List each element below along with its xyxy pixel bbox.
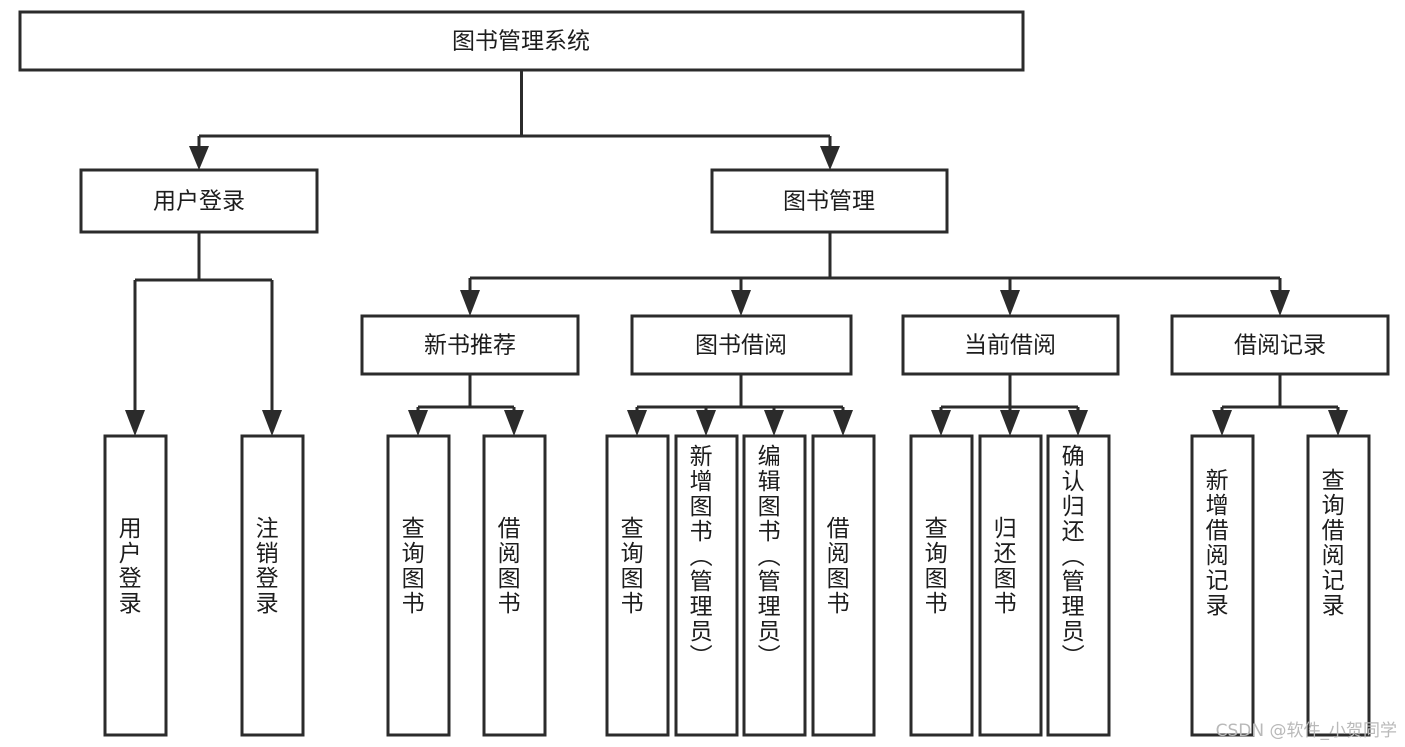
node-box-borrow[interactable] [630,314,853,376]
edge-group-book-mgmt [460,232,1290,316]
edge-group-current [931,374,1088,436]
node-box-leaf-user-login[interactable] [103,434,168,737]
arrow-head-icon [1212,410,1232,436]
node-box-current[interactable] [901,314,1120,376]
node-label-book-mgmt: 图书管理 [783,189,875,215]
arrow-head-icon [504,410,524,436]
node-box-leaf-bo-query[interactable] [605,434,670,737]
arrow-head-icon [833,410,853,436]
arrow-head-icon [696,410,716,436]
arrow-head-icon [1328,410,1348,436]
node-box-leaf-logout[interactable] [240,434,305,737]
node-box-leaf-nb-query[interactable] [386,434,451,737]
edge-group-root [189,70,840,170]
node-box-leaf-cu-return[interactable] [978,434,1043,737]
edge-group-borrow [627,374,853,436]
node-label-user-login: 用户登录 [153,189,245,215]
node-label-record: 借阅记录 [1234,333,1326,359]
arrow-head-icon [189,146,209,170]
arrow-head-icon [931,410,951,436]
node-box-leaf-re-query[interactable] [1306,434,1371,737]
arrow-head-icon [731,290,751,316]
node-box-leaf-bo-edit[interactable] [742,434,807,737]
arrow-head-icon [408,410,428,436]
arrow-head-icon [1068,410,1088,436]
arrow-head-icon [1270,290,1290,316]
node-box-record[interactable] [1170,314,1390,376]
arrow-head-icon [820,146,840,170]
arrow-head-icon [125,410,145,436]
node-box-leaf-cu-confirm[interactable] [1046,434,1111,737]
node-box-root[interactable] [18,10,1025,72]
node-box-leaf-nb-borrow[interactable] [482,434,547,737]
edge-group-user-login [125,232,282,436]
arrow-head-icon [460,290,480,316]
node-box-leaf-bo-borrow[interactable] [811,434,876,737]
node-box-book-mgmt[interactable] [710,168,949,234]
arrow-head-icon [627,410,647,436]
node-box-leaf-re-add[interactable] [1190,434,1255,737]
node-box-leaf-cu-query[interactable] [909,434,974,737]
node-label-root: 图书管理系统 [452,29,590,55]
node-label-borrow: 图书借阅 [695,333,787,359]
arrow-head-icon [764,410,784,436]
arrow-head-icon [1000,290,1020,316]
edge-group-new-book [408,374,524,436]
arrow-head-icon [1000,410,1020,436]
node-label-new-book: 新书推荐 [424,333,516,359]
node-label-current: 当前借阅 [964,333,1056,359]
watermark: CSDN @软件_小贺同学 [1215,721,1397,741]
node-box-leaf-bo-add[interactable] [674,434,739,737]
node-box-user-login[interactable] [79,168,319,234]
arrow-head-icon [262,410,282,436]
edge-group-record [1212,374,1348,436]
node-box-new-book[interactable] [360,314,580,376]
